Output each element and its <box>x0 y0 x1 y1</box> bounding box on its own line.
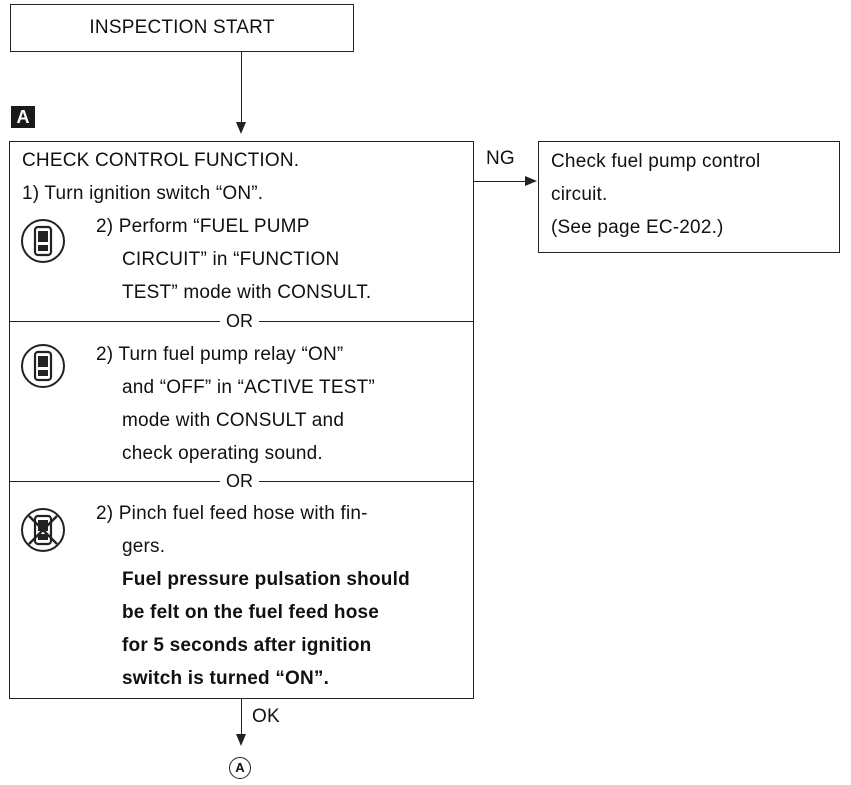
check-title: CHECK CONTROL FUNCTION. <box>22 150 300 171</box>
ok-arrow <box>236 734 246 746</box>
option2-line4: check operating sound. <box>122 443 323 464</box>
ng-box-line2: circuit. <box>551 184 608 205</box>
option2-line1: 2) Turn fuel pump relay “ON” <box>96 344 344 365</box>
or-label-1: OR <box>220 311 259 331</box>
check-step1: 1) Turn ignition switch “ON”. <box>22 183 264 204</box>
consult-tester-icon <box>21 344 65 388</box>
option1-line3: TEST” mode with CONSULT. <box>122 282 372 303</box>
option3-line2: gers. <box>122 536 166 557</box>
option3-bold-line2: be felt on the fuel feed hose <box>122 602 380 623</box>
option3-bold-line1: Fuel pressure pulsation should <box>122 569 410 590</box>
step-marker-a: A <box>11 106 35 128</box>
option3-bold-line4: switch is turned “ON”. <box>122 668 330 689</box>
connector-start-to-check <box>241 52 242 122</box>
ok-label: OK <box>252 706 280 727</box>
ng-result-box <box>538 141 840 253</box>
consult-tester-icon <box>21 219 65 263</box>
option1-line2: CIRCUIT” in “FUNCTION <box>122 249 340 270</box>
continuation-connector-a: A <box>229 757 251 779</box>
arrow-to-check <box>236 122 246 134</box>
inspection-start-box: INSPECTION START <box>10 4 354 52</box>
ng-label: NG <box>486 148 515 169</box>
option2-line2: and “OFF” in “ACTIVE TEST” <box>122 377 375 398</box>
option3-line1: 2) Pinch fuel feed hose with fin- <box>96 503 368 524</box>
ng-box-line1: Check fuel pump control <box>551 151 761 172</box>
ng-connector <box>474 181 526 182</box>
ng-box-line3: (See page EC-202.) <box>551 217 724 238</box>
ng-arrow <box>525 176 537 186</box>
option2-line3: mode with CONSULT and <box>122 410 345 431</box>
option1-line1: 2) Perform “FUEL PUMP <box>96 216 310 237</box>
ok-connector <box>241 699 242 735</box>
or-label-2: OR <box>220 471 259 491</box>
option3-bold-line3: for 5 seconds after ignition <box>122 635 372 656</box>
no-consult-icon <box>21 508 65 552</box>
check-control-function-box <box>9 141 474 699</box>
inspection-start-label: INSPECTION START <box>89 17 275 38</box>
